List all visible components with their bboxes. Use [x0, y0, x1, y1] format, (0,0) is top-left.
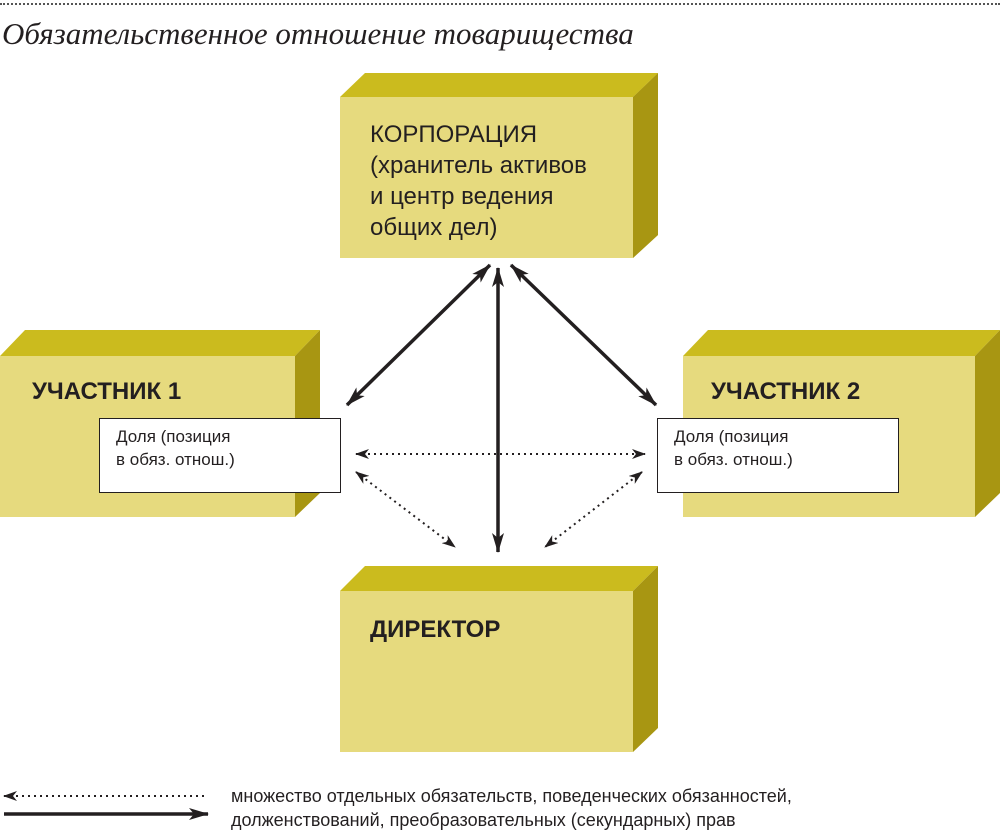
director-box-side: [633, 566, 658, 752]
corporation-box-top: [340, 73, 658, 97]
legend-line1: множество отдельных обязательств, поведе…: [231, 786, 792, 806]
director-box-top: [340, 566, 658, 591]
corporation-label: КОРПОРАЦИЯ (хранитель активов и центр ве…: [370, 119, 587, 243]
participant2-share-box: Доля (позиция в обяз. отнош.): [657, 418, 899, 493]
corporation-box: [340, 73, 658, 258]
participant2-share-line1: Доля (позиция: [674, 427, 789, 446]
participant2-title: УЧАСТНИК 2: [711, 378, 861, 405]
director-box: [340, 566, 658, 752]
edge-participant1-corporation: [345, 263, 492, 407]
edge-participant1-director: [355, 471, 456, 548]
corporation-box-side: [633, 73, 658, 258]
participant1-box-top: [0, 330, 320, 356]
corporation-line2: (хранитель активов: [370, 152, 587, 179]
corporation-line3: и центр ведения: [370, 183, 554, 210]
corporation-line4: общих дел): [370, 214, 498, 241]
edge-participant2-director: [544, 471, 643, 548]
participant2-share-line2: в обяз. отнош.): [674, 450, 793, 469]
edge-participant2-corporation: [509, 263, 658, 407]
participant1-label: УЧАСТНИК 1: [32, 376, 181, 407]
legend-line2: долженствований, преобразовательных (сек…: [231, 810, 736, 830]
diagram-caption: Обязательственное отношение товарищества: [2, 16, 634, 51]
participant1-share-box: Доля (позиция в обяз. отнош.): [99, 418, 341, 493]
corporation-title: КОРПОРАЦИЯ: [370, 121, 538, 148]
participant2-box-top: [683, 330, 1000, 356]
participant1-share-line2: в обяз. отнош.): [116, 450, 235, 469]
director-title: ДИРЕКТОР: [370, 616, 501, 643]
participant2-label: УЧАСТНИК 2: [711, 376, 860, 407]
participant1-title: УЧАСТНИК 1: [32, 378, 182, 405]
director-label: ДИРЕКТОР: [370, 614, 500, 645]
corporation-box-front: [340, 73, 658, 258]
participant1-share-line1: Доля (позиция: [116, 427, 231, 446]
legend-description: множество отдельных обязательств, поведе…: [231, 784, 792, 832]
top-dotted-rule: [0, 3, 1000, 5]
director-box-front: [340, 591, 633, 752]
participant2-box-side: [975, 330, 1000, 517]
